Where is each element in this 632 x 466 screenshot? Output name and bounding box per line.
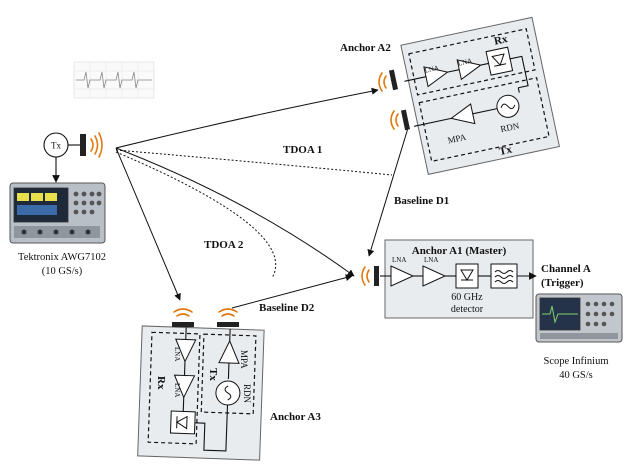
scope-rate-label: 40 GS/s	[559, 370, 593, 381]
awg-instrument	[9, 182, 106, 244]
a1-lna1-label: LNA	[392, 256, 406, 264]
pulse-train-waveform	[73, 61, 155, 99]
a3-lna1-amplifier	[175, 338, 197, 363]
oscilloscope-instrument	[535, 293, 623, 343]
baseline-d1-label: Baseline D1	[394, 195, 449, 207]
a1-lna1-amplifier	[390, 265, 415, 287]
a3-tx-label: Tx	[207, 368, 219, 381]
anchor-a1-module	[380, 239, 537, 319]
scope-name-label: Scope Infinium	[543, 356, 608, 367]
a2-lna1-label: LNA	[424, 64, 440, 75]
anchor-a2-title: Anchor A2	[340, 42, 391, 54]
tdoa2-label: TDOA 2	[204, 239, 244, 251]
tx-antenna-icon	[80, 134, 86, 156]
a3-rx-antenna-icon	[172, 322, 194, 327]
a2-lna2-amplifier	[456, 59, 482, 81]
a2-rx-antenna-icon	[388, 69, 399, 91]
propagation-paths	[115, 87, 409, 309]
a2-lna1-amplifier	[423, 66, 449, 88]
channel-trigger-label: (Trigger)	[541, 277, 584, 289]
a2-mpa-label: MPA	[447, 132, 468, 146]
a2-mpa-amplifier	[450, 103, 476, 125]
a1-detector-label-line1: 60 GHz	[451, 292, 483, 303]
a2-tx-antenna-icon	[400, 109, 411, 131]
awg-rate-label: (10 GS/s)	[42, 266, 83, 277]
anchor-a1-title: Anchor A1 (Master)	[412, 245, 507, 257]
a3-rx-label: Rx	[155, 376, 167, 390]
a3-rdn-label: RDN	[242, 384, 252, 404]
a2-rdn-label: RDN	[500, 120, 521, 134]
a3-lna1-label: LNA	[173, 347, 181, 361]
a1-rx-antenna-icon	[374, 266, 379, 286]
a1-lna2-amplifier	[422, 265, 447, 287]
channel-a-label: Channel A	[541, 263, 591, 275]
a3-detector-diode-icon	[169, 410, 196, 435]
awg-name-label: Tektronix AWG7102	[18, 252, 106, 263]
tdoa1-label: TDOA 1	[283, 144, 322, 156]
a1-lowpass-filter-icon	[490, 263, 518, 289]
a3-mpa-label: MPA	[239, 350, 249, 369]
anchor-a3-title: Anchor A3	[270, 411, 321, 423]
a3-lna2-amplifier	[173, 374, 196, 399]
a3-tx-antenna-icon	[217, 322, 239, 327]
a2-tx-label: Tx	[498, 143, 514, 158]
a1-lna2-label: LNA	[424, 256, 438, 264]
a2-rx-label: Rx	[493, 33, 509, 48]
transmitter-node: Tx	[43, 132, 103, 183]
a3-lna2-label: LNA	[173, 383, 181, 397]
a2-lna2-label: LNA	[457, 57, 473, 68]
a1-detector-icon	[455, 263, 479, 289]
a2-detector-diode-icon	[485, 46, 514, 76]
tx-circle-label: Tx	[51, 141, 61, 151]
a1-detector-label-line2: detector	[451, 304, 484, 315]
anchor-a3-module	[137, 325, 265, 461]
baseline-d2-label: Baseline D2	[259, 302, 315, 314]
anchor-a2-module	[400, 16, 560, 175]
